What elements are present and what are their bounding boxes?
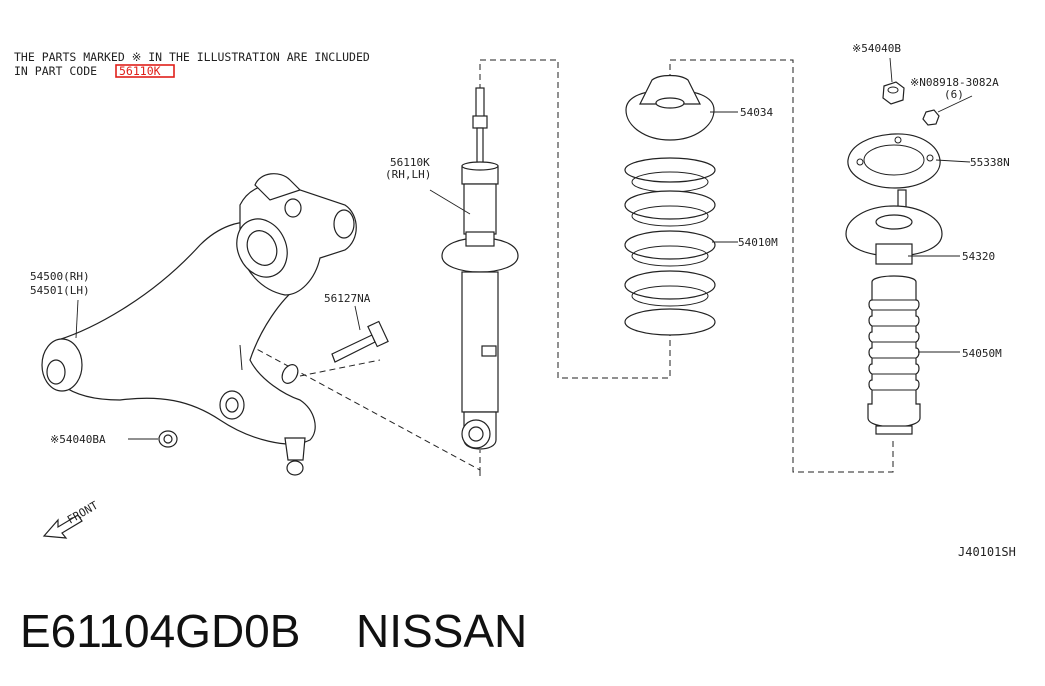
shock-absorber[interactable] — [441, 87, 519, 450]
highlight-code[interactable]: 56110K — [119, 64, 161, 78]
dust-boot[interactable] — [867, 275, 921, 435]
top-nut[interactable] — [882, 81, 905, 105]
mount-insulator[interactable] — [625, 74, 715, 141]
label-bound-bumper-seat[interactable]: 54320 — [962, 250, 995, 263]
highlight-box — [115, 64, 175, 78]
label-top-bolt-qty: (6) — [944, 88, 964, 101]
label-arm-nut[interactable]: ※54040BA — [50, 433, 106, 446]
bound-bumper-seat[interactable] — [845, 189, 943, 265]
arm-bolt[interactable] — [331, 320, 389, 363]
assembly-dashed-lines — [239, 59, 894, 478]
leader-lines — [75, 57, 973, 440]
note-line-1: THE PARTS MARKED ※ IN THE ILLUSTRATION A… — [14, 50, 370, 64]
figure-code: J40101SH — [958, 545, 1016, 559]
label-shock-absorber[interactable]: 56110K — [390, 156, 430, 169]
label-arm-bolt[interactable]: 56127NA — [324, 292, 371, 305]
seat-plate[interactable] — [847, 133, 941, 189]
note-line-2: IN PART CODE — [14, 64, 97, 78]
label-shock-absorber-side: (RH,LH) — [385, 168, 431, 181]
label-dust-boot[interactable]: 54050M — [962, 347, 1002, 360]
label-top-nut[interactable]: ※54040B — [852, 42, 901, 55]
coil-spring[interactable] — [624, 157, 716, 336]
footer-brand: NISSAN — [356, 605, 527, 657]
label-seat-plate[interactable]: 55338N — [970, 156, 1010, 169]
footer-part-number: E61104GD0B — [20, 605, 300, 657]
label-lower-arm-rh[interactable]: 54500(RH) — [30, 270, 90, 283]
label-mount-insulator[interactable]: 54034 — [740, 106, 773, 119]
front-arrow: FRONT — [42, 499, 101, 539]
lower-arm[interactable] — [41, 173, 357, 476]
label-top-bolt[interactable]: ※N08918-3082A — [910, 76, 999, 89]
label-lower-arm-lh[interactable]: 54501(LH) — [30, 284, 90, 297]
front-label: FRONT — [65, 499, 101, 527]
label-coil-spring[interactable]: 54010M — [738, 236, 778, 249]
arm-nut[interactable] — [158, 430, 178, 448]
top-bolt[interactable] — [922, 109, 940, 126]
